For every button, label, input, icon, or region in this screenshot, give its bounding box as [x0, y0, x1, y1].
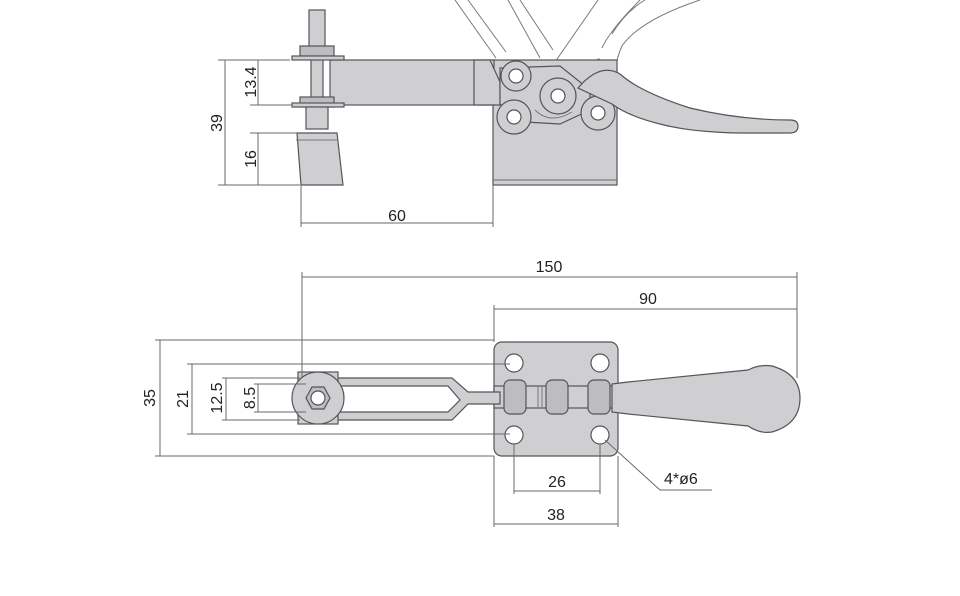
- callout-mount-holes: 4*ø6: [664, 471, 698, 488]
- side-pivots: [496, 60, 616, 135]
- side-nut-upper: [299, 45, 335, 57]
- side-handle: [577, 69, 799, 134]
- dim-outer-width: 35: [142, 389, 159, 407]
- top-pin-2: [545, 379, 569, 415]
- dim-spindle-upper: 13.4: [243, 66, 260, 97]
- side-washer-upper: [291, 55, 345, 61]
- side-rubber-tip: [296, 132, 344, 186]
- dim-total-length: 150: [536, 259, 563, 276]
- top-view: 150 90 35 21 12.5 8.5 26 38 4*ø6: [142, 259, 801, 527]
- top-pin-1: [503, 379, 527, 415]
- mount-hole-2: [590, 353, 610, 373]
- side-view: 39 13.4 16 60: [209, 0, 799, 227]
- side-clamp-bar: [329, 59, 495, 106]
- dim-bar-length: 60: [388, 208, 406, 225]
- mount-hole-3: [504, 425, 524, 445]
- dim-hole-spacing: 26: [548, 474, 566, 491]
- dim-slot-inner: 8.5: [242, 387, 259, 409]
- dim-overall-height: 39: [209, 114, 226, 132]
- dim-base-to-handle: 90: [639, 291, 657, 308]
- dim-slot-outer: 12.5: [209, 382, 226, 413]
- dim-arm-width: 21: [175, 390, 192, 408]
- top-handle: [611, 364, 801, 433]
- side-spindle-neck: [305, 106, 329, 130]
- mount-hole-1: [504, 353, 524, 373]
- top-pin-3: [587, 379, 611, 415]
- top-spindle-bore: [310, 390, 326, 406]
- top-clamp-arm: [321, 377, 501, 421]
- dim-base-width: 38: [547, 507, 565, 524]
- dim-spindle-lower: 16: [243, 150, 260, 168]
